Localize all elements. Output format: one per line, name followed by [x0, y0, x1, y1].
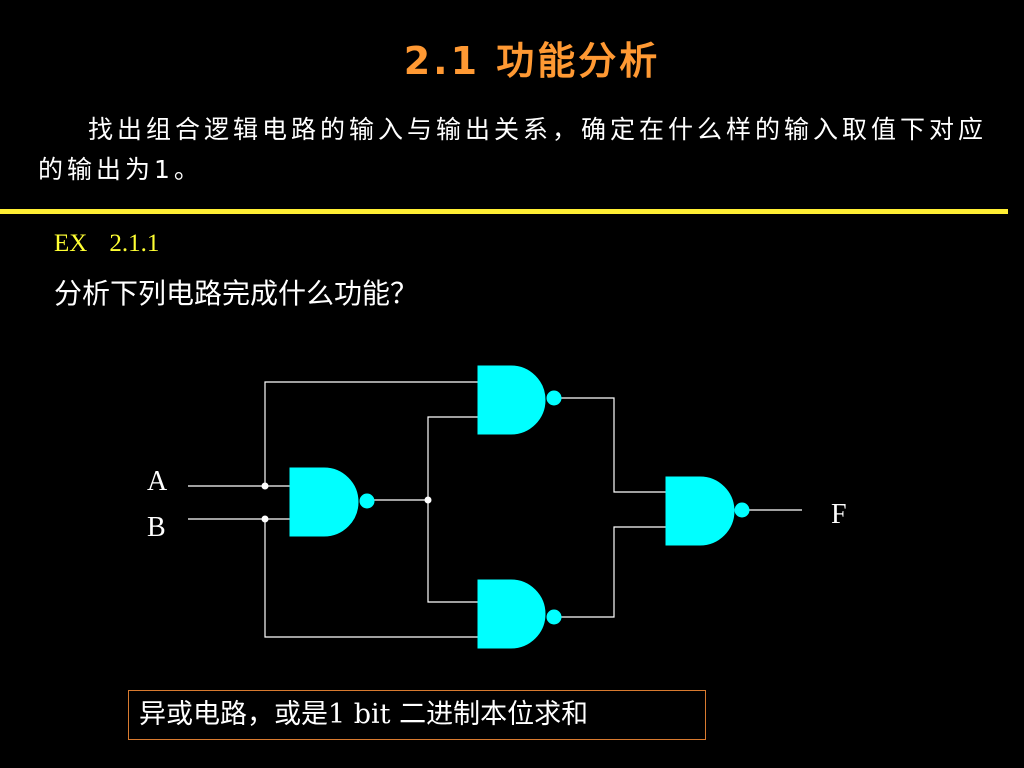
- wire-gate1-to-top: [427, 416, 478, 500]
- wire-a-to-top-gate: [264, 381, 478, 486]
- wires: [188, 381, 802, 638]
- wire-b-to-bottom-gate: [264, 519, 478, 638]
- nand-gate-top: [477, 365, 546, 435]
- junction-dot-gate1: [424, 496, 432, 504]
- nand-gate-bottom-bubble: [546, 609, 562, 625]
- example-label: EX 2.1.1: [54, 230, 159, 258]
- junction-dot-b: [261, 515, 269, 523]
- divider-rule: [0, 209, 1008, 214]
- junction-dot-a: [261, 482, 269, 490]
- wire-bottom-to-final: [561, 526, 666, 618]
- nand-gate-final-bubble: [734, 502, 750, 518]
- nand-gates: [289, 365, 750, 649]
- question-text: 分析下列电路完成什么功能？: [54, 277, 419, 310]
- slide-title: 2.1 功能分析: [403, 39, 661, 83]
- nand-gate-final: [665, 476, 735, 546]
- answer-box: 异或电路，或是1 bit 二进制本位求和: [128, 690, 706, 740]
- nand-gate-1: [289, 467, 359, 537]
- output-label-f: F: [831, 499, 847, 530]
- nand-gate-1-bubble: [359, 493, 375, 509]
- example-number: 2.1.1: [109, 230, 160, 257]
- wire-gate1-to-bottom: [427, 500, 478, 603]
- input-label-b: B: [147, 512, 166, 543]
- input-label-a: A: [147, 466, 168, 497]
- example-prefix: EX: [54, 230, 88, 257]
- wire-top-to-final: [561, 397, 666, 493]
- intro-text: 找出组合逻辑电路的输入与输出关系，确定在什么样的输入取值下对应的输出为1。: [38, 115, 988, 184]
- nand-gate-top-bubble: [546, 390, 562, 406]
- nand-gate-bottom: [477, 579, 546, 649]
- junction-dots: [261, 482, 432, 523]
